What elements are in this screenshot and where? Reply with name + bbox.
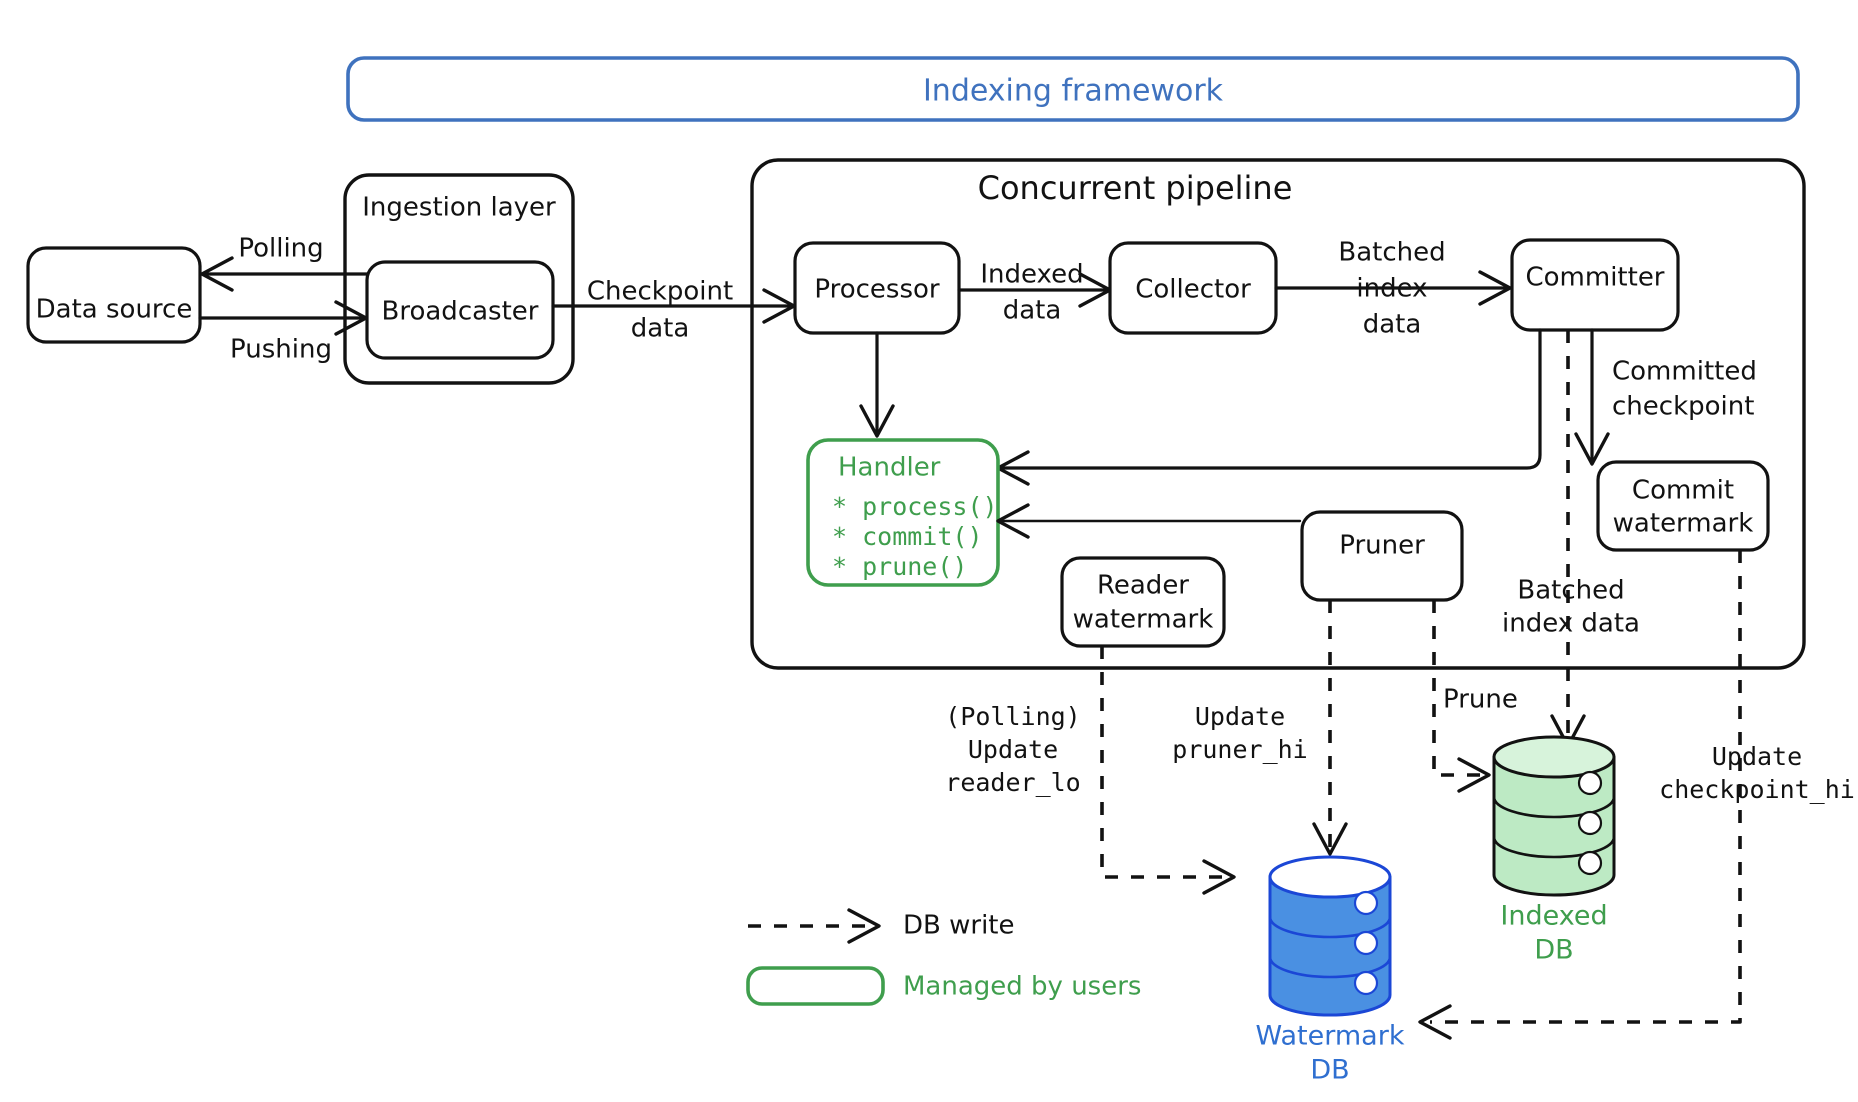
indexed-db-top bbox=[1492, 735, 1616, 779]
polling-label: Polling bbox=[238, 234, 323, 264]
prune-db-write-arrowhead bbox=[1457, 757, 1491, 793]
indexed-db-divider-2 bbox=[1492, 835, 1616, 859]
pruner-hi-label-line1: Update bbox=[1195, 702, 1285, 731]
ingestion-layer-title: Ingestion layer bbox=[362, 193, 556, 223]
checkpoint-hi-db-write-arrowhead bbox=[1418, 1004, 1452, 1040]
reader-lo-label-line1: (Polling) bbox=[945, 702, 1080, 731]
commit-watermark-label-line2: watermark bbox=[1613, 509, 1754, 539]
broadcaster-box[interactable] bbox=[365, 260, 555, 360]
pruner-label: Pruner bbox=[1339, 531, 1425, 561]
indexed-db-divider-1 bbox=[1492, 795, 1616, 819]
committed-checkpoint-arrowhead bbox=[1574, 432, 1610, 466]
reader-watermark-label-line1: Reader bbox=[1097, 571, 1189, 601]
collector-label: Collector bbox=[1135, 275, 1251, 305]
indexed-data-label-line1: Indexed bbox=[980, 260, 1083, 290]
reader-lo-label-line3: reader_lo bbox=[945, 768, 1080, 797]
indexed-db-label-line1: Indexed bbox=[1500, 901, 1607, 932]
watermark-db-divider-2 bbox=[1268, 955, 1392, 979]
pruner-to-handler-arrowhead bbox=[996, 503, 1030, 539]
indexed-db[interactable]: Indexed DB bbox=[1492, 735, 1616, 966]
watermark-db-label-line2: DB bbox=[1310, 1055, 1349, 1086]
indexed-db-label-line2: DB bbox=[1534, 935, 1573, 966]
checkpoint-data-label-line2: data bbox=[631, 314, 690, 344]
handler-method-commit: * commit() bbox=[832, 522, 983, 551]
watermark-db-indicator-3 bbox=[1353, 970, 1379, 996]
commit-watermark-box[interactable] bbox=[1596, 460, 1770, 552]
processor-to-handler-arrowhead bbox=[859, 404, 895, 438]
indexing-framework-title: Indexing framework bbox=[923, 74, 1224, 109]
handler-method-prune: * prune() bbox=[832, 552, 967, 581]
indexed-data-label-line2: data bbox=[1003, 296, 1062, 326]
prune-db-write-edge bbox=[1432, 600, 1480, 777]
prune-label: Prune bbox=[1443, 685, 1518, 715]
committer-box[interactable] bbox=[1510, 238, 1680, 332]
indexed-db-indicator-3 bbox=[1577, 850, 1603, 876]
reader-watermark-label-line2: watermark bbox=[1073, 605, 1214, 635]
reader-watermark-db-write-edge bbox=[1100, 646, 1228, 879]
watermark-db[interactable]: Watermark DB bbox=[1256, 855, 1405, 1086]
processor-label: Processor bbox=[814, 275, 940, 305]
checkpoint-hi-label-line1: Update bbox=[1712, 742, 1802, 771]
pruner-hi-label-line2: pruner_hi bbox=[1172, 735, 1307, 764]
reader-lo-label-line2: Update bbox=[968, 735, 1058, 764]
pushing-label: Pushing bbox=[230, 335, 332, 365]
pushing-arrowhead bbox=[334, 300, 368, 336]
handler-box[interactable] bbox=[806, 438, 1000, 587]
legend-managed-label: Managed by users bbox=[903, 972, 1141, 1002]
polling-arrowhead bbox=[200, 256, 234, 292]
reader-watermark-box[interactable] bbox=[1060, 556, 1226, 648]
handler-method-process: * process() bbox=[832, 492, 998, 521]
watermark-db-indicator-2 bbox=[1353, 930, 1379, 956]
legend-managed-swatch bbox=[746, 966, 885, 1006]
indexed-db-indicator-2 bbox=[1577, 810, 1603, 836]
data-source-box[interactable] bbox=[26, 246, 202, 344]
broadcaster-label: Broadcaster bbox=[382, 297, 539, 327]
data-source-label: Data source bbox=[36, 295, 193, 325]
indexed-db-indicator-1 bbox=[1577, 770, 1603, 796]
indexing-framework-frame bbox=[346, 56, 1800, 122]
batched-index-label-line1: Batched bbox=[1338, 238, 1445, 268]
batched-index-arrowhead bbox=[1478, 270, 1512, 306]
batched-index-label-line3: data bbox=[1363, 310, 1422, 340]
pruner-box[interactable] bbox=[1300, 510, 1464, 602]
committed-checkpoint-label-line2: checkpoint bbox=[1612, 392, 1754, 422]
batched-index-data-label-line2: index data bbox=[1502, 609, 1640, 639]
committer-label: Committer bbox=[1525, 263, 1664, 293]
legend-db-write-arrowhead bbox=[847, 908, 881, 944]
concurrent-pipeline-group bbox=[750, 158, 1806, 670]
legend: DB write Managed by users bbox=[746, 908, 1141, 1006]
watermark-db-label-line1: Watermark bbox=[1256, 1021, 1405, 1052]
checkpoint-hi-label-line2: checkpoint_hi bbox=[1659, 775, 1855, 804]
legend-db-write-label: DB write bbox=[903, 911, 1015, 941]
ingestion-layer-group bbox=[343, 173, 575, 385]
batched-index-data-label-line1: Batched bbox=[1517, 576, 1624, 606]
handler-title: Handler bbox=[838, 453, 941, 483]
pruner-hi-db-write-arrowhead bbox=[1312, 822, 1348, 856]
committer-to-handler-edge bbox=[1000, 328, 1542, 470]
checkpoint-data-label-line1: Checkpoint bbox=[587, 277, 733, 307]
reader-watermark-db-write-arrowhead bbox=[1202, 859, 1236, 895]
watermark-db-top bbox=[1268, 855, 1392, 899]
committed-checkpoint-label-line1: Committed bbox=[1612, 357, 1757, 387]
batched-index-label-line2: index bbox=[1356, 274, 1427, 304]
watermark-db-indicator-1 bbox=[1353, 890, 1379, 916]
watermark-db-divider-1 bbox=[1268, 915, 1392, 939]
checkpoint-hi-db-write-edge bbox=[1430, 550, 1742, 1024]
concurrent-pipeline-title: Concurrent pipeline bbox=[978, 169, 1293, 207]
commit-watermark-label-line1: Commit bbox=[1632, 476, 1734, 506]
